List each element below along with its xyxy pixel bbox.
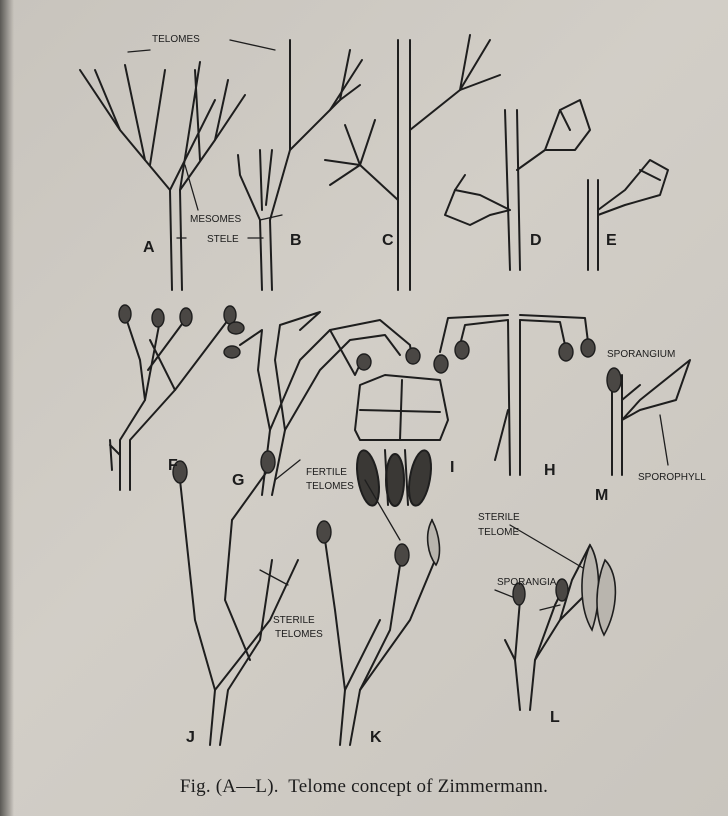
sporangium-label: SPORANGIUM xyxy=(607,349,675,360)
sporangium-l2 xyxy=(556,579,568,601)
sporangium-f4 xyxy=(224,306,236,324)
figure-k-branching xyxy=(325,520,435,745)
figure-a-branching xyxy=(80,62,245,290)
figure-d-branching xyxy=(445,100,590,270)
sporophyll-label: SPOROPHYLL xyxy=(638,472,706,483)
sporangium-g4 xyxy=(406,348,420,364)
figure-e-branching xyxy=(588,160,668,270)
sporangium-m xyxy=(607,368,621,392)
fertile-telomes-label-1: FERTILE xyxy=(306,467,347,478)
sterile-telome-label-1: STERILE xyxy=(478,512,520,523)
sterile-telomes-label-1: STERILE xyxy=(273,615,315,626)
sporangium-f2 xyxy=(152,309,164,327)
figure-h-branching xyxy=(440,315,588,475)
figure-letter-g: G xyxy=(232,472,244,489)
sporangium-k2 xyxy=(395,544,409,566)
figure-letter-i: I xyxy=(450,459,454,476)
sporangium-h4 xyxy=(581,339,595,357)
figure-letter-c: C xyxy=(382,232,394,249)
figure-letter-b: B xyxy=(290,232,302,249)
sporangia-label: SPORANGIA xyxy=(497,577,557,588)
figure-b-branching xyxy=(238,40,362,290)
mesomes-label: MESOMES xyxy=(190,214,241,225)
caption-prefix: Fig. (A—L). xyxy=(180,776,279,797)
fertile-telomes-label-2: TELOMES xyxy=(306,481,354,492)
figure-c-branching xyxy=(325,35,500,290)
figure-letter-a: A xyxy=(143,239,155,256)
sporangium-h3 xyxy=(559,343,573,361)
sporangium-f1 xyxy=(119,305,131,323)
figure-letter-d: D xyxy=(530,232,542,249)
figure-letter-l: L xyxy=(550,709,560,726)
sterile-telome-l2 xyxy=(597,560,615,635)
sporangium-k1 xyxy=(317,521,331,543)
sporangium-h2 xyxy=(455,341,469,359)
telomes-label: TELOMES xyxy=(152,34,200,45)
figure-letter-e: E xyxy=(606,232,617,249)
sporangium-j2 xyxy=(261,451,275,473)
sporangium-g2 xyxy=(224,346,240,358)
figure-i-synangium xyxy=(353,375,448,507)
caption-text: Telome concept of Zimmermann. xyxy=(288,776,548,797)
sterile-telomes-label-2: TELOMES xyxy=(275,629,323,640)
figure-letter-k: K xyxy=(370,729,382,746)
figure-letter-f: F xyxy=(168,457,178,474)
sporangium-g1 xyxy=(228,322,244,334)
figure-j-branching xyxy=(180,470,298,745)
sporangium-h1 xyxy=(434,355,448,373)
sporangium-f3 xyxy=(180,308,192,326)
figure-letter-m: M xyxy=(595,487,608,504)
figure-letter-h: H xyxy=(544,462,556,479)
sterile-telome-label-2: TELOME xyxy=(478,527,519,538)
stele-label: STELE xyxy=(207,234,239,245)
sporangium-g3 xyxy=(357,354,371,370)
sterile-telome-k xyxy=(428,520,440,565)
figure-m-sporophyll xyxy=(612,360,690,475)
figure-letter-j: J xyxy=(186,729,195,746)
figure-caption: Fig. (A—L). Telome concept of Zimmermann… xyxy=(0,776,728,798)
